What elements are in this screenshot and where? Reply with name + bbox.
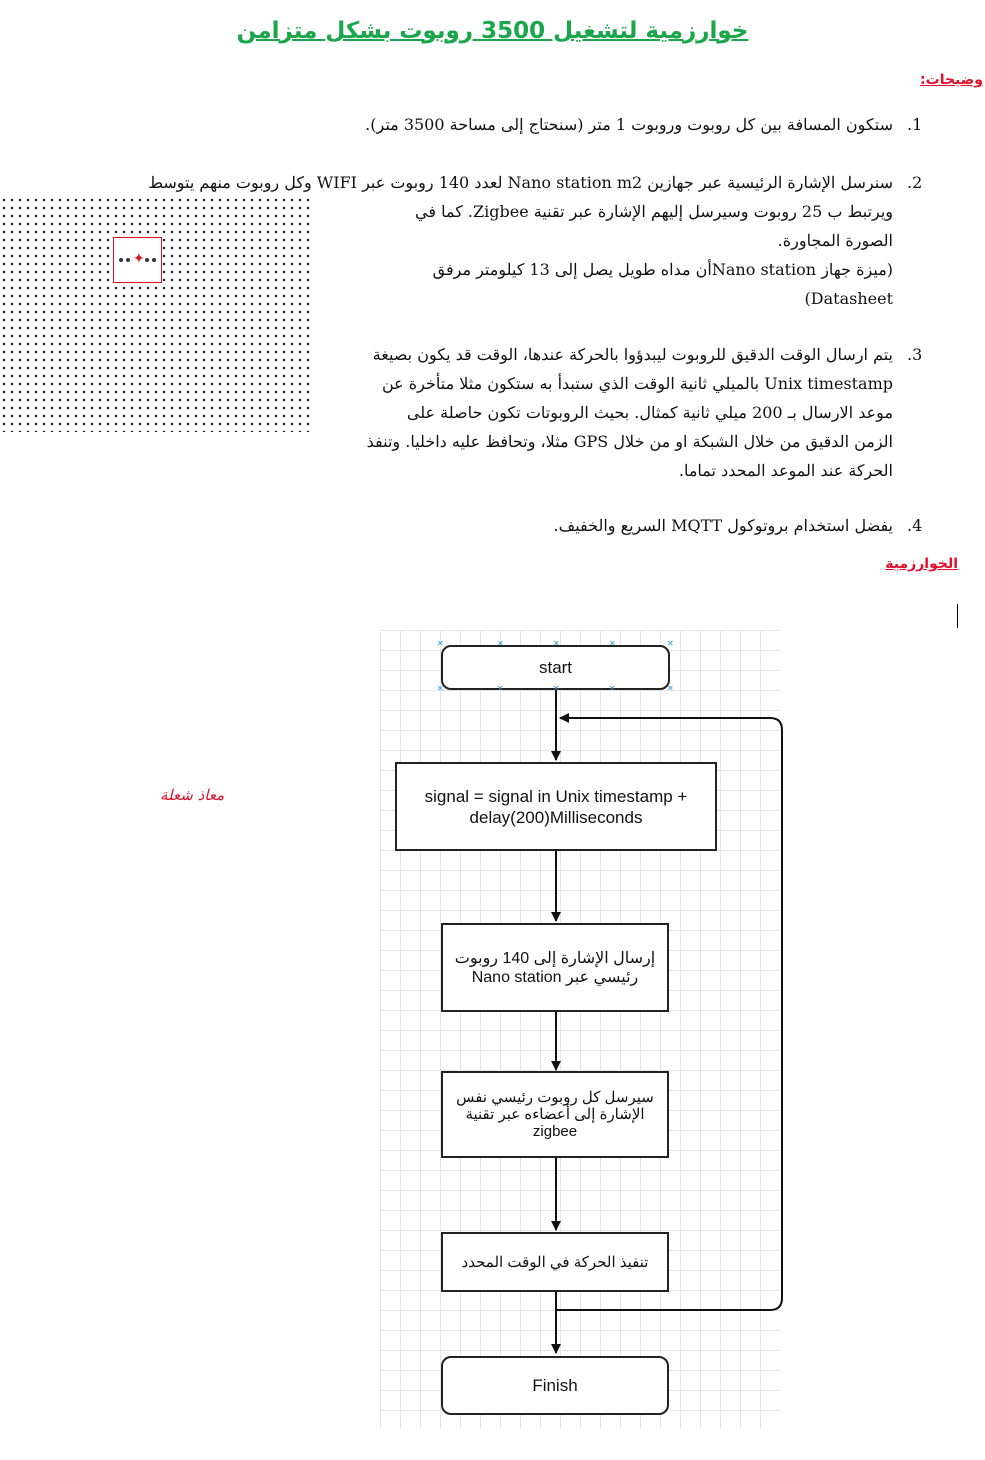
item-3-line: الحركة عند الموعد المحدد تماما. [678,461,893,480]
flow-finish-node[interactable]: Finish [441,1356,669,1415]
item-3-line: موعد الارسال بـ 200 ميلي ثانية كمثال. بح… [406,403,893,422]
item-2-line: ويرتبط ب 25 روبوت وسيرسل إليهم الإشارة ع… [415,202,893,221]
selection-handle[interactable]: ✕ [553,684,560,693]
flow-step-zigbee[interactable]: سيرسل كل روبوت رئيسي نفس الإشارة إلى أعض… [441,1071,669,1158]
item-2-line: الصورة المجاورة. [777,231,893,250]
flow-step-signal[interactable]: signal = signal in Unix timestamp + dela… [395,762,717,851]
item-1-number: .1 [907,115,923,134]
selection-handle[interactable]: ✕ [609,639,616,648]
loop-back-arrow [556,713,783,1311]
selection-handle[interactable]: ✕ [497,639,504,648]
flow-start-node[interactable]: start [441,645,670,690]
item-1: ستكون المسافة بين كل روبوت وروبوت 1 متر … [273,110,893,139]
selection-handle[interactable]: ✕ [667,684,674,693]
selection-handle[interactable]: ✕ [437,684,444,693]
flow-step-signal-label: signal = signal in Unix timestamp + dela… [424,786,688,827]
flow-step-send-nano-label: إرسال الإشارة إلى 140 روبوت رئيسي عبر Na… [454,949,656,986]
flow-step-execute-label: تنفيذ الحركة في الوقت المحدد [461,1253,649,1271]
document-title: خوارزمية لتشغيل 3500 روبوت بشكل متزامن [236,18,749,44]
selection-handle[interactable]: ✕ [497,684,504,693]
item-1-line: ستكون المسافة بين كل روبوت وروبوت 1 متر … [365,115,893,134]
robot-dot [126,258,130,262]
item-3-line: يتم ارسال الوقت الدقيق للروبوت ليبدؤوا ب… [372,345,893,364]
text-cursor [957,604,958,628]
item-2-number: .2 [907,173,923,192]
item-3: يتم ارسال الوقت الدقيق للروبوت ليبدؤوا ب… [323,340,893,485]
flow-start-label: start [538,658,573,677]
item-3-line: الزمن الدقيق من خلال الشبكة او من خلال G… [366,432,893,451]
selection-handle[interactable]: ✕ [437,639,444,648]
flow-finish-label: Finish [532,1376,578,1395]
item-2: سنرسل الإشارة الرئيسية عبر جهازين Nano s… [78,168,893,313]
robot-group-highlight: ✦ [113,237,162,283]
item-3-line: Unix timestamp بالميلي ثانية الوقت الذي … [381,374,893,393]
robot-dot [145,258,149,262]
selection-handle[interactable]: ✕ [553,639,560,648]
item-2-line: سنرسل الإشارة الرئيسية عبر جهازين Nano s… [148,173,893,192]
selection-handle[interactable]: ✕ [667,639,674,648]
flow-step-execute[interactable]: تنفيذ الحركة في الوقت المحدد [441,1232,669,1292]
robot-dot [152,258,156,262]
item-2-line: Datasheet) [804,289,893,308]
algorithm-heading: الخوارزمية [885,556,958,572]
flow-step-send-nano[interactable]: إرسال الإشارة إلى 140 روبوت رئيسي عبر Na… [441,923,669,1012]
item-4: يفضل استخدام بروتوكول MQTT السريع والخفي… [293,511,893,540]
robot-dot [119,258,123,262]
item-3-number: .3 [907,345,923,364]
main-robot-icon: ✦ [133,251,145,267]
item-4-number: .4 [907,516,923,535]
clarifications-heading: وضيحات: [920,72,983,88]
robot-grid-image [0,196,312,432]
selection-handle[interactable]: ✕ [609,684,616,693]
item-2-line: (ميزة جهاز Nano stationأن مداه طويل يصل … [432,260,893,279]
flow-step-zigbee-label: سيرسل كل روبوت رئيسي نفس الإشارة إلى أعض… [456,1089,654,1140]
signature: معاذ شعلة [160,786,225,804]
item-4-line: يفضل استخدام بروتوكول MQTT السريع والخفي… [553,516,893,535]
